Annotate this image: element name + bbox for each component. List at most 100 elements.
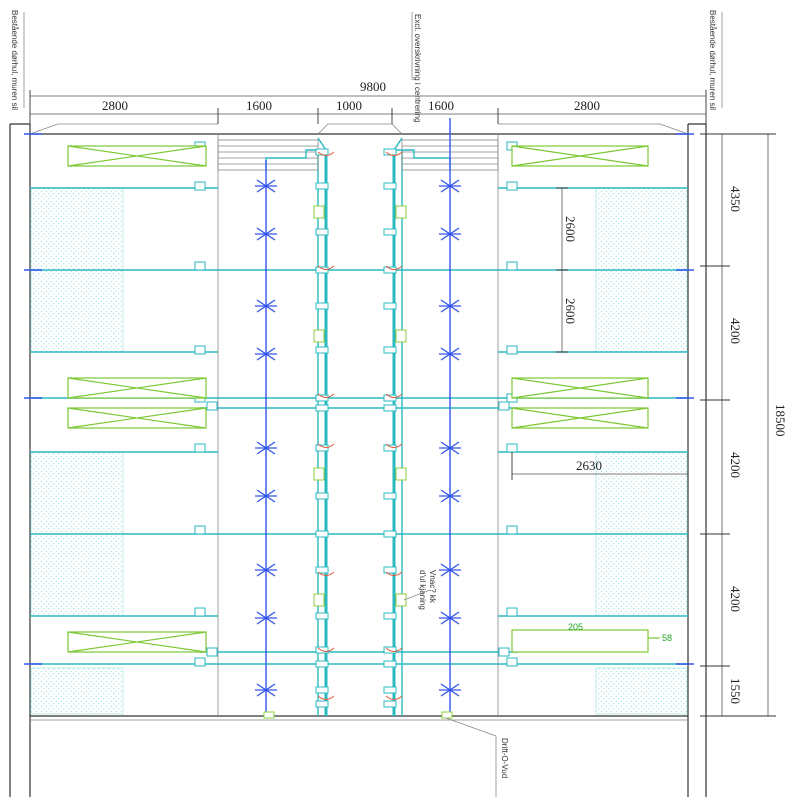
unit-right-2 xyxy=(511,377,649,399)
side-connector xyxy=(506,607,518,617)
dim-right-seg-3: 4200 xyxy=(728,452,743,478)
side-connector xyxy=(498,401,510,411)
duct-connector xyxy=(315,566,329,574)
diffuser-star-icon xyxy=(439,441,461,455)
damper-icon xyxy=(317,393,335,398)
duct-connector xyxy=(383,444,397,452)
diffuser-star-icon xyxy=(255,441,277,455)
diffuser-star-icon xyxy=(439,299,461,313)
side-connector xyxy=(506,261,518,271)
unit-label-58: 58 xyxy=(662,633,672,643)
diffuser-star-icon xyxy=(439,611,461,625)
damper-icon xyxy=(385,647,403,652)
damper-icon xyxy=(317,647,335,652)
svg-text:d'ul kjaning: d'ul kjaning xyxy=(418,570,427,610)
duct-connector xyxy=(315,646,329,654)
diffuser-star-icon xyxy=(255,179,277,193)
side-connector xyxy=(506,525,518,535)
middle-note: Vnac? kk d'ul kjaning xyxy=(418,570,437,610)
diffuser-star-icon xyxy=(255,611,277,625)
duct-connector xyxy=(383,566,397,574)
damper-icon xyxy=(385,265,403,270)
duct-connector xyxy=(383,182,397,190)
top-dimension-chain: 9800 2800 1600 1000 1600 2800 xyxy=(29,79,707,124)
diffuser-star-icon xyxy=(255,563,277,577)
dim-inner-1: 2600 xyxy=(563,216,578,242)
diffuser-star-icon xyxy=(255,347,277,361)
duct-connector xyxy=(383,302,397,310)
side-connector xyxy=(194,345,206,355)
duct-connector xyxy=(315,266,329,274)
diffuser-star-icon xyxy=(439,683,461,697)
duct-connector xyxy=(383,346,397,354)
diffuser-star-icon xyxy=(255,227,277,241)
duct-connector xyxy=(315,148,329,156)
unit-right-4 xyxy=(511,629,649,653)
dim-horizontal-inner: 2630 xyxy=(576,458,602,473)
side-connector xyxy=(194,181,206,191)
unit-left-4 xyxy=(67,631,207,653)
diffusers xyxy=(255,179,461,697)
dim-top-seg-5: 2800 xyxy=(574,98,600,113)
dim-right-seg-2: 4200 xyxy=(728,318,743,344)
damper-icon xyxy=(385,151,403,156)
diffuser-star-icon xyxy=(439,489,461,503)
diffuser-star-icon xyxy=(255,489,277,503)
duct-connector xyxy=(383,686,397,694)
side-connector xyxy=(506,657,518,667)
inner-vertical-dims: 2600 2600 xyxy=(556,187,578,353)
duct-connector xyxy=(315,228,329,236)
top-right-note: Bestående dørhul, muren sil xyxy=(708,10,717,110)
duct-connector xyxy=(383,266,397,274)
duct-connector xyxy=(383,404,397,412)
blue-pipes xyxy=(265,118,451,716)
dim-total-width: 9800 xyxy=(360,79,386,94)
damper-icon xyxy=(317,695,335,700)
duct-connector xyxy=(383,394,397,402)
damper-icon xyxy=(317,151,335,156)
main-vertical-ducts xyxy=(217,137,499,716)
unit-right-3 xyxy=(511,407,649,429)
diffuser-star-icon xyxy=(255,299,277,313)
svg-text:Drift-O-Vud: Drift-O-Vud xyxy=(500,738,509,778)
damper-icon xyxy=(385,571,403,576)
unit-left-1 xyxy=(67,145,207,167)
duct-connector xyxy=(383,148,397,156)
duct-connectors xyxy=(194,141,518,708)
duct-connector xyxy=(383,646,397,654)
side-connector xyxy=(206,647,218,657)
wall-markers xyxy=(24,133,694,665)
right-dimension-chain: 4350 4200 4200 4200 1550 18500 xyxy=(700,133,788,717)
top-center-note: Excl. overskrivning i centrering xyxy=(413,14,422,122)
unit-left-3 xyxy=(67,407,207,429)
unit-right-1 xyxy=(511,145,649,167)
duct-connector xyxy=(315,182,329,190)
duct-connector xyxy=(383,530,397,538)
diffuser-star-icon xyxy=(439,347,461,361)
duct-connector xyxy=(315,612,329,620)
side-connector xyxy=(506,181,518,191)
outer-walls xyxy=(9,123,707,797)
dim-top-seg-4: 1600 xyxy=(428,98,454,113)
duct-connector xyxy=(383,612,397,620)
duct-connector xyxy=(383,228,397,236)
damper-icon xyxy=(317,571,335,576)
damper-icon xyxy=(317,443,335,448)
duct-connector xyxy=(315,530,329,538)
bottom-note: Drift-O-Vud xyxy=(500,738,509,778)
svg-text:Bestående dørhul, muren sil: Bestående dørhul, muren sil xyxy=(10,10,19,110)
side-connector xyxy=(194,261,206,271)
green-units: 205 58 xyxy=(67,145,672,653)
svg-text:Bestående dørhul, muren sil: Bestående dørhul, muren sil xyxy=(708,10,717,110)
dim-right-seg-5: 1550 xyxy=(728,678,743,704)
dim-top-seg-3: 1000 xyxy=(336,98,362,113)
svg-text:Vnac? kk: Vnac? kk xyxy=(428,570,437,604)
duct-connector xyxy=(315,404,329,412)
duct-connector xyxy=(315,394,329,402)
damper-icon xyxy=(385,695,403,700)
duct-connector xyxy=(383,700,397,708)
side-connector xyxy=(498,647,510,657)
top-left-note: Bestående dørhul, muren sil xyxy=(10,10,19,110)
diffuser-star-icon xyxy=(439,227,461,241)
diffuser-star-icon xyxy=(439,179,461,193)
